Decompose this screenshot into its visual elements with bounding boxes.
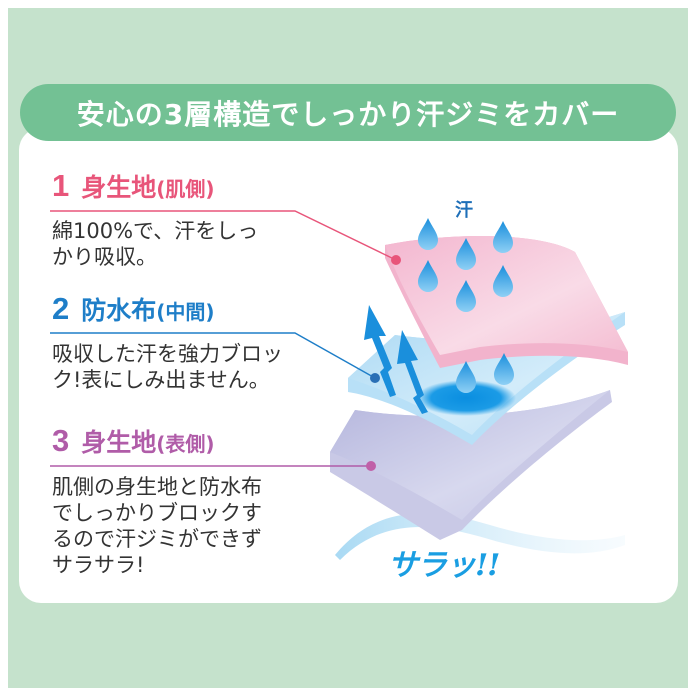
section-1-number: 1 xyxy=(52,168,70,203)
section-1-subtitle: (肌側) xyxy=(156,177,215,201)
section-3-number: 3 xyxy=(52,423,70,458)
up-arrow-icon xyxy=(364,305,428,414)
tagline-sara: サラッ!! xyxy=(388,548,500,583)
section-3-description: 肌側の身生地と防水布 でしっかりブロックす るので汗ジミができず サラサラ! xyxy=(52,475,262,577)
page-title: 安心の3層構造でしっかり汗ジミをカバー xyxy=(76,97,620,131)
section-2-heading: 防水布 xyxy=(81,296,157,325)
section-3-heading: 身生地 xyxy=(81,428,157,457)
section-2-subtitle: (中間) xyxy=(156,300,215,324)
section-2-description: 吸収した汗を強力ブロッ ク!表にしみ出ません。 xyxy=(52,342,283,392)
section-1-title: 1 身生地(肌側) xyxy=(52,170,215,201)
section-2-number: 2 xyxy=(52,291,70,326)
section-1-heading: 身生地 xyxy=(81,173,157,202)
sweat-label: 汗 xyxy=(455,200,473,221)
section-3-title: 3 身生地(表側) xyxy=(52,425,215,456)
section-3-subtitle: (表側) xyxy=(156,432,215,456)
page-title-banner: 安心の3層構造でしっかり汗ジミをカバー xyxy=(20,84,676,141)
section-2-title: 2 防水布(中間) xyxy=(52,293,215,324)
section-1-description: 綿100%で、汗をしっ かり吸収。 xyxy=(52,219,259,269)
